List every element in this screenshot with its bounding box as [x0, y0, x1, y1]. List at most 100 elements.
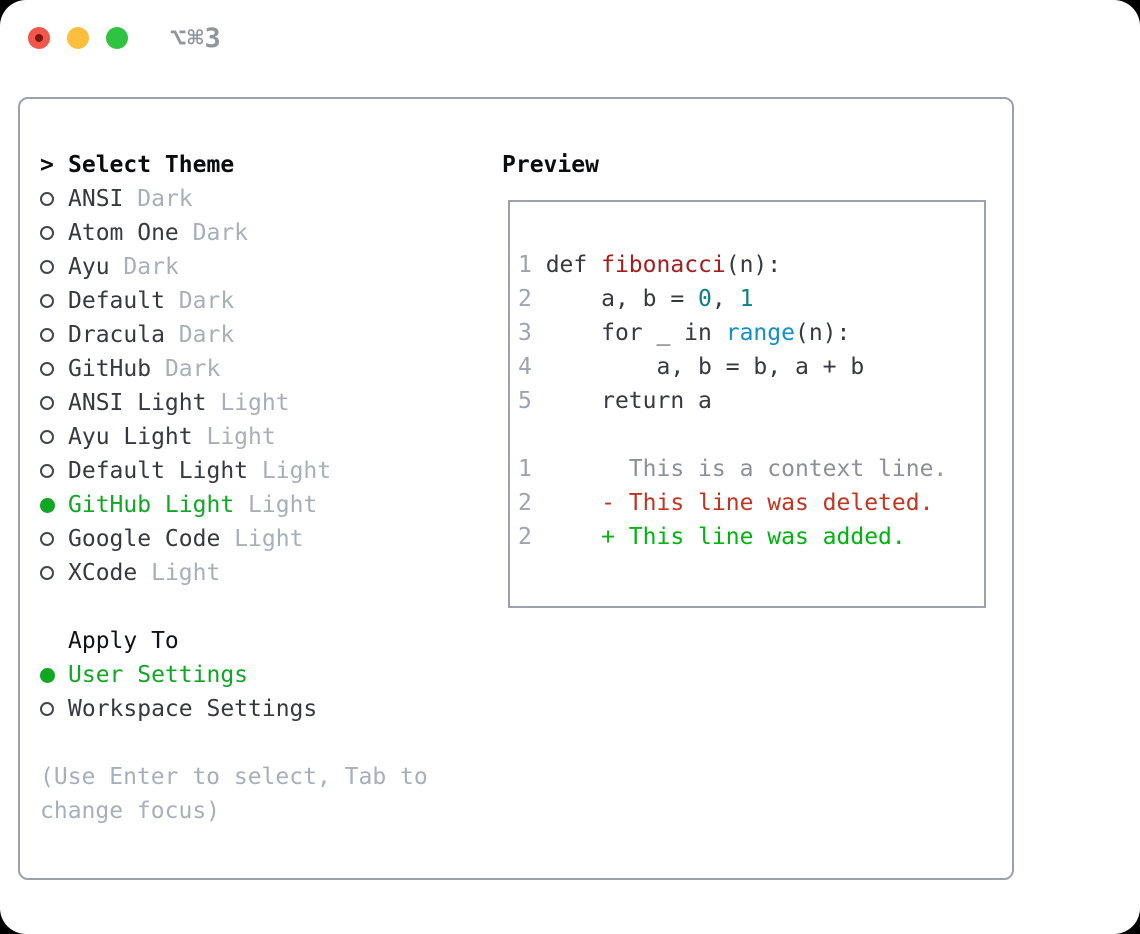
- theme-option-default[interactable]: Default Dark: [40, 284, 428, 318]
- radio-unselected-icon: [40, 362, 54, 376]
- code-token-plain: ,: [711, 286, 740, 312]
- code-token-plain: for _ in: [531, 320, 726, 346]
- theme-name: ANSI Light: [68, 390, 207, 416]
- bullet-column: [40, 396, 68, 410]
- theme-variant-tag: Light: [261, 458, 332, 484]
- theme-option-github[interactable]: GitHub Dark: [40, 352, 428, 386]
- close-button[interactable]: [28, 27, 50, 49]
- code-preview: 1 def fibonacci (n): 2 a, b = 0, 1 3 for …: [518, 248, 947, 554]
- theme-variant-tag: Dark: [137, 186, 193, 212]
- section-gap: [40, 590, 428, 624]
- code-token-plain: a, b = b, a + b: [531, 354, 865, 380]
- bullet-column: [40, 294, 68, 308]
- line-number: [518, 422, 532, 448]
- theme-name: ANSI: [68, 186, 124, 212]
- theme-variant-tag: Dark: [164, 356, 221, 382]
- theme-option-ansi[interactable]: ANSI Dark: [40, 182, 428, 216]
- bullet-column: [40, 226, 68, 240]
- radio-unselected-icon: [40, 464, 54, 478]
- theme-variant-tag: Light: [248, 492, 318, 518]
- theme-option-xcode[interactable]: XCode Light: [40, 556, 428, 590]
- theme-name: Default Light: [68, 458, 249, 484]
- radio-unselected-icon: [40, 396, 54, 410]
- radio-unselected-icon: [40, 294, 54, 308]
- cursor-arrow-icon: >: [40, 152, 54, 178]
- theme-name: Ayu: [68, 254, 110, 280]
- code-token-deleted: - This line was deleted.: [531, 490, 934, 516]
- theme-name: Ayu Light: [68, 424, 193, 450]
- theme-variant-tag: Dark: [123, 254, 179, 280]
- theme-name: GitHub: [68, 356, 152, 382]
- bullet-column: [40, 532, 68, 546]
- bullet-column: [40, 430, 68, 444]
- theme-option-default-light[interactable]: Default Light Light: [40, 454, 428, 488]
- help-text-line-2: change focus): [40, 798, 221, 824]
- code-token-plain: a, b =: [531, 286, 699, 312]
- theme-name: Dracula: [68, 322, 165, 348]
- theme-variant-tag: Dark: [178, 322, 235, 348]
- line-number: 1: [518, 456, 532, 482]
- theme-option-ayu-light[interactable]: Ayu Light Light: [40, 420, 428, 454]
- code-token-added: + This line was added.: [531, 524, 906, 550]
- theme-option-atom-one[interactable]: Atom One Dark: [40, 216, 428, 250]
- bullet-column: [40, 260, 68, 274]
- preview-header-label: Preview: [502, 152, 599, 178]
- theme-option-ayu[interactable]: Ayu Dark: [40, 250, 428, 284]
- line-number: 1: [518, 252, 532, 278]
- bullet-column: [40, 702, 68, 716]
- radio-unselected-icon: [40, 430, 54, 444]
- window-title: ⌥⌘3: [170, 22, 222, 54]
- preview-pane: 1 def fibonacci (n): 2 a, b = 0, 1 3 for …: [508, 200, 986, 608]
- theme-option-google-code[interactable]: Google Code Light: [40, 522, 428, 556]
- bullet-column: [40, 464, 68, 478]
- code-token-plain: (n):: [794, 320, 851, 346]
- code-token-number: 1: [739, 286, 754, 312]
- theme-variant-tag: Light: [234, 526, 304, 552]
- line-number: 4: [518, 354, 532, 380]
- bullet-column: [40, 362, 68, 376]
- theme-name: Default: [68, 288, 165, 314]
- apply-option-label: User Settings: [68, 662, 249, 688]
- theme-name: GitHub Light: [68, 492, 235, 518]
- code-token-func: fibonacci: [601, 252, 726, 278]
- line-number: 2: [518, 524, 532, 550]
- radio-unselected-icon: [40, 260, 54, 274]
- bullet-column: [40, 497, 68, 513]
- section-gap: [40, 726, 428, 760]
- radio-unselected-icon: [40, 702, 54, 716]
- apply-option-user-settings[interactable]: User Settings: [40, 658, 428, 692]
- line-number: 2: [518, 490, 532, 516]
- minimize-button[interactable]: [67, 27, 89, 49]
- code-token-plain: def: [531, 252, 602, 278]
- help-text-line-1: (Use Enter to select, Tab to: [40, 764, 428, 790]
- bullet-column: [40, 192, 68, 206]
- code-token-number: 0: [698, 286, 712, 312]
- theme-option-github-light[interactable]: GitHub Light Light: [40, 488, 428, 522]
- radio-unselected-icon: [40, 532, 54, 546]
- theme-option-ansi-light[interactable]: ANSI Light Light: [40, 386, 428, 420]
- title-bar: ⌥⌘3: [28, 23, 222, 54]
- theme-name: XCode: [68, 560, 138, 586]
- line-number: 5: [518, 388, 532, 414]
- radio-unselected-icon: [40, 328, 54, 342]
- select-theme-header: > Select Theme: [40, 148, 428, 182]
- theme-option-dracula[interactable]: Dracula Dark: [40, 318, 428, 352]
- radio-unselected-icon: [40, 566, 54, 580]
- zoom-button[interactable]: [106, 27, 128, 49]
- radio-selected-icon: [40, 497, 55, 513]
- select-theme-header-label: Select Theme: [68, 152, 235, 178]
- radio-selected-icon: [40, 667, 55, 683]
- code-token-plain: return a: [531, 388, 712, 414]
- bullet-column: [40, 667, 68, 683]
- apply-to-header: Apply To: [40, 624, 428, 658]
- theme-name: Google Code: [68, 526, 221, 552]
- code-token-context: This is a context line.: [531, 456, 948, 482]
- theme-variant-tag: Light: [151, 560, 221, 586]
- theme-name: Atom One: [68, 220, 179, 246]
- line-number: 3: [518, 320, 532, 346]
- apply-option-workspace-settings[interactable]: Workspace Settings: [40, 692, 428, 726]
